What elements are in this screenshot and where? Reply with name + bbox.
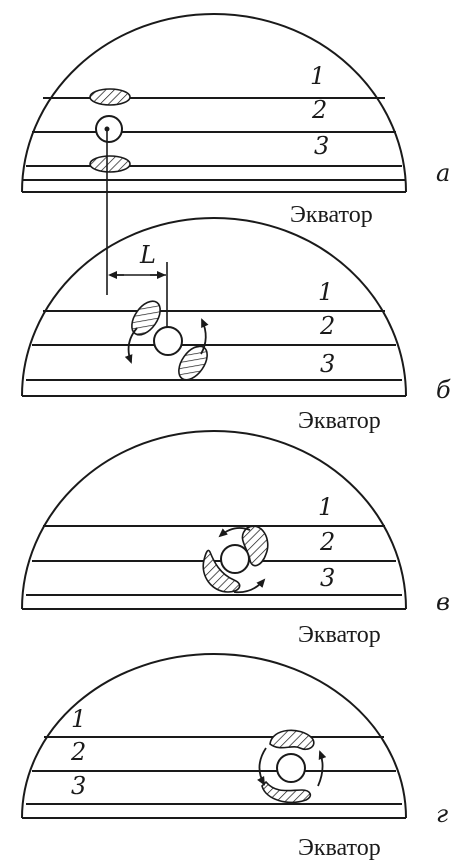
equator-label-g: Экватор xyxy=(298,835,381,861)
panel-label-b: б xyxy=(436,376,451,404)
equator-label-b: Экватор xyxy=(298,408,381,434)
vortex-bottom-g xyxy=(262,782,310,802)
panel-v: 1 2 3 в Экватор xyxy=(22,431,450,648)
vortex-core-b xyxy=(154,327,182,355)
vortex-upper-a xyxy=(90,89,130,105)
layer-label-1-a: 1 xyxy=(310,62,325,90)
layer-label-2-v: 2 xyxy=(319,528,335,556)
vortex-core-v xyxy=(221,545,249,573)
vortex-core-g xyxy=(277,754,305,782)
layer-label-3-a: 3 xyxy=(314,132,329,160)
equator-label-v: Экватор xyxy=(298,622,381,648)
panel-g: 1 2 3 г Экватор xyxy=(22,654,448,861)
layer-label-2-a: 2 xyxy=(311,96,327,124)
rotation-arrow-right-g xyxy=(318,752,323,786)
distance-label: L xyxy=(139,241,156,269)
vortex-top-g xyxy=(270,730,314,749)
layer-label-1-v: 1 xyxy=(318,493,333,521)
panel-a: 1 2 3 а Экватор xyxy=(22,14,450,295)
rotation-arrow-left-g xyxy=(259,748,266,784)
layer-label-1-g: 1 xyxy=(71,705,86,733)
layer-label-3-b: 3 xyxy=(320,350,335,378)
layer-label-2-b: 2 xyxy=(319,312,335,340)
equator-label-a: Экватор xyxy=(290,202,373,228)
panel-b: 1 2 3 L б Экватор xyxy=(22,218,451,434)
vortex-lower-a xyxy=(90,156,130,172)
layer-label-3-g: 3 xyxy=(71,772,86,800)
layer-label-2-g: 2 xyxy=(70,738,86,766)
panel-label-v: в xyxy=(436,588,450,616)
hemisphere-outline-b xyxy=(22,218,406,396)
layer-label-1-b: 1 xyxy=(318,278,333,306)
panel-label-g: г xyxy=(436,800,448,828)
layer-label-3-v: 3 xyxy=(320,564,335,592)
panel-label-a: а xyxy=(436,159,450,187)
